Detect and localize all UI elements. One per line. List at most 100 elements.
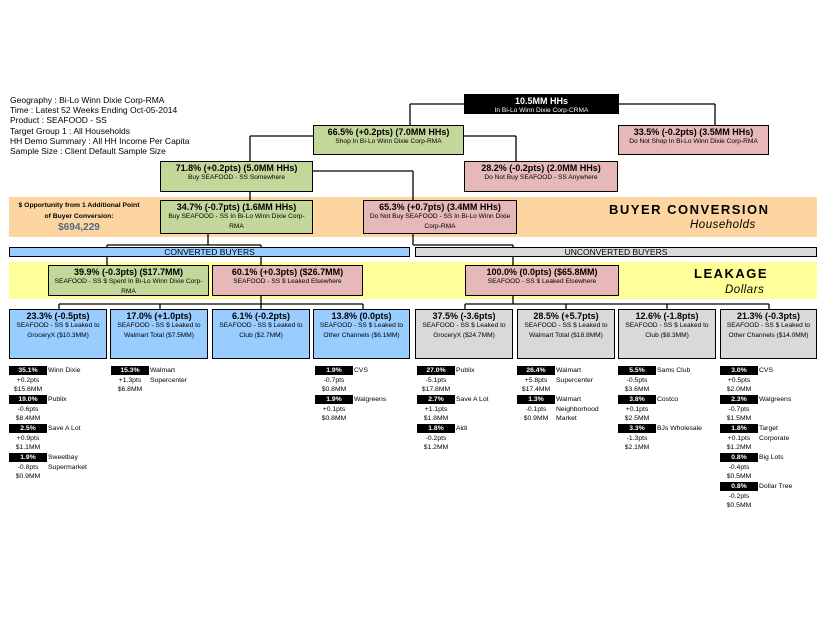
retailer-dollars: $8.4MM [15,415,41,422]
filter-geography: Geography : Bi-Lo Winn Dixie Corp-RMA [10,95,165,105]
shop-in-retailer-node-label: Shop In Bi-Lo Winn Dixie Corp-RMA [335,138,442,145]
retailer-share: 1.9% [315,395,353,404]
unconverted-leaked-node: 100.0% (0.0pts) ($65.8MM)SEAFOOD - SS $ … [465,265,619,296]
buyer-conversion-title: BUYER CONVERSION [609,202,770,217]
do-not-shop-node-label: Do Not Shop In Bi-Lo Winn Dixie Corp-RMA [629,138,758,145]
retailer-share: 3.3% [618,424,656,433]
retailer-pts: -0.5pts [626,377,648,384]
retailer-share: 35.1% [9,366,47,375]
converted-buyers-header: CONVERTED BUYERS [9,247,410,257]
retailer-name: Winn Dixie [48,367,81,374]
retailer-dollars: $1.1MM [15,444,41,451]
retailer-dollars: $0.5MM [726,502,752,509]
retailer-pts: -0.7pts [728,406,750,413]
retailer-share: 1.8% [417,424,455,433]
report-filters: Geography : Bi-Lo Winn Dixie Corp-RMA Ti… [10,95,190,156]
retailer-share: 2.3% [720,395,758,404]
unconverted-leaked-node-label: SEAFOOD - SS $ Leaked Elsewhere [487,278,597,285]
unconverted-channel-node: 37.5% (-3.6pts)SEAFOOD - SS $ Leaked to … [415,309,513,359]
opportunity-value: $694,229 [58,222,100,233]
filter-product: Product : SEAFOOD - SS [10,115,107,126]
filter-sample-size: Sample Size : Client Default Sample Size [10,146,166,157]
unconverted-retailer-item: 1.8% -0.2pts $1.2MM Aldi [417,424,517,452]
retailer-pts: -0.7pts [323,377,345,384]
retailer-dollars: $2.0MM [726,386,752,393]
do-not-shop-node-value: 33.5% (-0.2pts) (3.5MM HHs) [633,127,754,137]
unconverted-retailer-item: 27.0% -5.1pts $17.8MM Publix [417,366,517,394]
not-buy-in-retailer-node-label: Do Not Buy SEAFOOD - SS In Bi-Lo Winn Di… [369,213,511,230]
retailer-dollars: $17.4MM [521,386,551,393]
opportunity-line2: of Buyer Conversion: [44,213,114,220]
retailer-dollars: $0.9MM [523,415,549,422]
retailer-name: Walmart Supercenter [150,367,188,384]
retailer-name: Costco [657,396,679,403]
retailer-share: 2.5% [9,424,47,433]
retailer-name: Publix [456,367,475,374]
unconverted-leaked-node-value: 100.0% (0.0pts) ($65.8MM) [486,267,598,277]
converted-channel-node-value: 13.8% (0.0pts) [331,311,392,321]
retailer-name: Publix [48,396,67,403]
retailer-pts: +0.2pts [16,377,40,384]
dollars-spent-in-node-label: SEAFOOD - SS $ Spent In Bi-Lo Winn Dixie… [54,278,203,295]
retailer-dollars: $17.8MM [421,386,451,393]
not-buy-anywhere-node-value: 28.2% (-0.2pts) (2.0MM HHs) [481,163,601,173]
retailer-dollars: $0.8MM [321,386,347,393]
retailer-share: 27.0% [417,366,455,375]
converted-channel-node-value: 23.3% (-0.5pts) [26,311,90,321]
retailer-name: Aldi [456,425,468,432]
retailer-pts: -1.3pts [626,435,648,442]
retailer-pts: +0.9pts [16,435,40,442]
retailer-share: 1.8% [720,424,758,433]
retailer-dollars: $6.8MM [117,386,143,393]
shop-in-retailer-node: 66.5% (+0.2pts) (7.0MM HHs)Shop In Bi-Lo… [313,125,464,155]
retailer-pts: -0.8pts [17,464,39,471]
retailer-name: Sams Club [657,367,691,374]
dollars-spent-in-node-value: 39.9% (-0.3pts) ($17.7MM) [73,267,184,277]
converted-channel-node: 6.1% (-0.2pts)SEAFOOD - SS $ Leaked to C… [212,309,310,359]
retailer-dollars: $1.2MM [423,444,449,451]
retailer-dollars: $1.5MM [726,415,752,422]
dollars-spent-in-node: 39.9% (-0.3pts) ($17.7MM)SEAFOOD - SS $ … [48,265,209,296]
converted-channel-node-value: 6.1% (-0.2pts) [231,311,291,321]
unconverted-buyers-header: UNCONVERTED BUYERS [415,247,817,257]
retailer-pts: -0.2pts [425,435,447,442]
retailer-pts: +5.8pts [524,377,548,384]
retailer-share: 0.8% [720,453,758,462]
unconverted-channel-node-label: SEAFOOD - SS $ Leaked to Club ($8.3MM) [625,322,709,339]
retailer-share: 19.0% [9,395,47,404]
unconverted-channel-node-label: SEAFOOD - SS $ Leaked to Other Channels … [726,322,811,339]
converted-channel-node: 17.0% (+1.0pts)SEAFOOD - SS $ Leaked to … [110,309,208,359]
retailer-pts: +1.1pts [424,406,448,413]
unconverted-channel-node-label: SEAFOOD - SS $ Leaked to Walmart Total (… [524,322,608,339]
retailer-pts: +0.1pts [625,406,649,413]
total-households-node-value: 10.5MM HHs [514,96,568,106]
retailer-dollars: $3.6MM [624,386,650,393]
retailer-name: Save A Lot [456,396,489,403]
retailer-share: 2.7% [417,395,455,404]
unconverted-channel-node-value: 37.5% (-3.6pts) [432,311,496,321]
retailer-share: 3.8% [618,395,656,404]
converted-channel-node-label: SEAFOOD - SS $ Leaked to GroceryX ($10.3… [16,322,100,339]
retailer-pts: +1.3pts [118,377,142,384]
retailer-dollars: $1.2MM [726,444,752,451]
retailer-pts: -5.1pts [425,377,447,384]
retailer-name: Walmart Neighborhood Market [556,396,599,422]
retailer-name: Walgreens [759,396,792,403]
leakage-title: LEAKAGE [694,266,769,281]
retailer-name: CVS [354,367,368,374]
opportunity-callout: $ Opportunity from 1 Additional Point of… [9,200,149,233]
not-buy-in-retailer-node-value: 65.3% (+0.7pts) (3.4MM HHs) [379,202,501,212]
not-buy-anywhere-node-label: Do Not Buy SEAFOOD - SS Anywhere [484,174,598,181]
converted-channel-node: 13.8% (0.0pts)SEAFOOD - SS $ Leaked to O… [313,309,410,359]
retailer-dollars: $2.5MM [624,415,650,422]
filter-time: Time : Latest 52 Weeks Ending Oct-05-201… [10,105,178,116]
retailer-name: Big Lots [759,454,784,461]
